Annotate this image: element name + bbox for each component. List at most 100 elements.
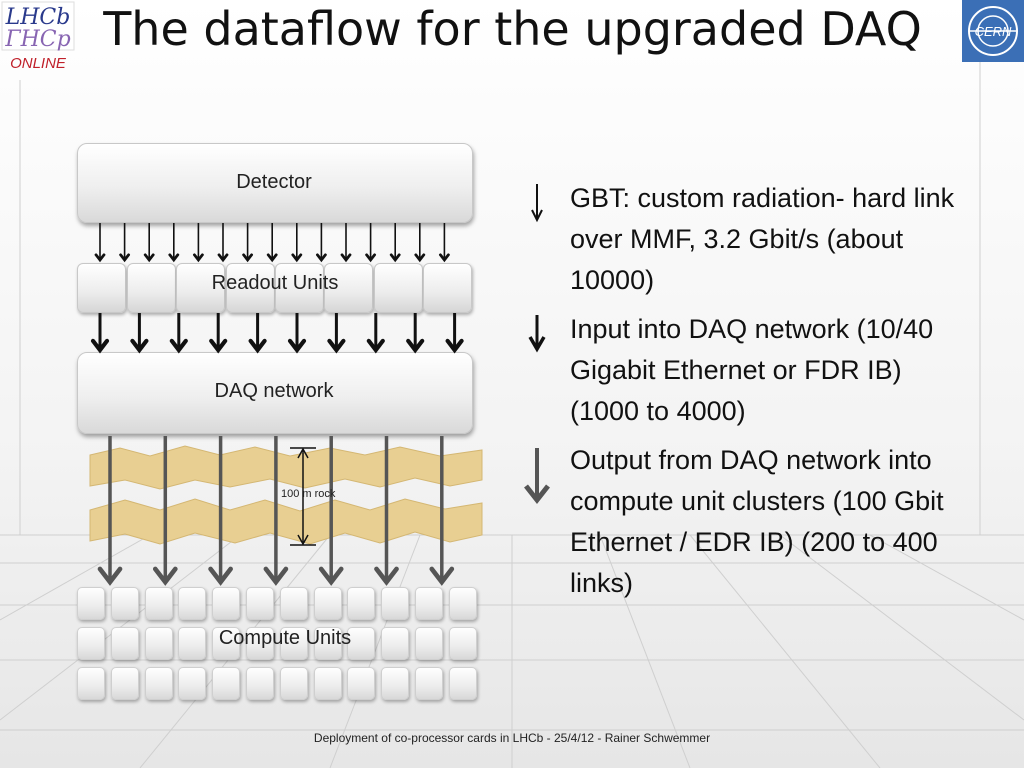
compute-unit-cell [144, 587, 173, 620]
slide-footer: Deployment of co-processor cards in LHCb… [313, 731, 711, 745]
compute-unit-cell [77, 627, 105, 660]
compute-unit-cell [212, 587, 241, 620]
gbt-link-arrow [365, 223, 376, 263]
compute-unit-cell [381, 587, 410, 620]
compute-unit-cell [381, 627, 410, 660]
compute-units-label: Compute Units [218, 627, 352, 649]
compute-unit-cell [279, 627, 308, 660]
compute-unit-cell [178, 587, 207, 620]
compute-unit-cell [415, 627, 443, 660]
daq-output-arrow [263, 436, 289, 586]
compute-unit-cell [246, 627, 274, 660]
bullet-text: GBT: custom radiation- hard link over MM… [570, 183, 955, 295]
daq-input-arrow [90, 313, 110, 354]
lhcb-logo: LHCb ΓHCp ONLINE [1, 1, 75, 72]
compute-unit-cell [212, 667, 241, 700]
gbt-link-arrow [389, 223, 401, 263]
compute-unit-cell [347, 587, 376, 620]
gbt-link-arrow [414, 223, 426, 263]
compute-unit-cell [347, 667, 376, 700]
compute-unit-cell [448, 667, 477, 700]
rock-layer-top [89, 445, 483, 490]
daq-output-arrow [97, 436, 123, 586]
daq-output-arrow [152, 436, 178, 586]
compute-unit-cell [313, 667, 342, 700]
compute-unit-cell [212, 627, 241, 660]
compute-unit-cell [144, 667, 173, 700]
daq-input-arrow [130, 313, 149, 354]
compute-unit-cell [77, 587, 105, 620]
compute-unit-cell [246, 667, 274, 700]
readout-unit-cell [275, 263, 324, 313]
gbt-link-arrow [143, 223, 155, 263]
daq-output-arrow [374, 436, 399, 586]
compute-unit-cell [313, 587, 342, 620]
compute-unit-cell [246, 587, 274, 620]
compute-unit-cell [178, 667, 207, 700]
daq-output-arrow [208, 436, 233, 586]
compute-unit-cell [347, 627, 376, 660]
gbt-link-arrow [119, 223, 130, 263]
gbt-link-arrow [217, 223, 229, 263]
daq-input-arrow [406, 313, 425, 354]
readout-unit-cell [176, 263, 225, 313]
readout-unit-cell [324, 263, 373, 313]
detector-label: Detector [236, 171, 312, 193]
gbt-link-arrow [439, 223, 450, 263]
gbt-link-arrow [94, 223, 106, 263]
compute-unit-cell [448, 627, 477, 660]
medium-down-arrow-icon [528, 315, 546, 353]
daq-input-arrow [248, 313, 267, 354]
compute-unit-cell [381, 667, 410, 700]
rock-depth-marker [290, 447, 316, 546]
gbt-link-arrow [266, 223, 278, 263]
daq-input-arrow [209, 313, 228, 354]
daq-output-arrow [318, 436, 344, 586]
readout-unit-cell [374, 263, 423, 313]
compute-unit-cell [279, 587, 308, 620]
cern-logo-text: CERN [975, 24, 1012, 39]
readout-unit-cell [423, 263, 472, 313]
bullet-text: Output from DAQ network into compute uni… [570, 445, 944, 598]
detector-box [77, 143, 473, 223]
compute-unit-cell [77, 667, 105, 700]
daq-input-arrow [169, 313, 188, 354]
gbt-link-arrow [291, 223, 303, 263]
compute-unit-cell [110, 667, 139, 700]
gbt-link-arrow [340, 223, 352, 263]
readout-unit-cell [77, 263, 126, 313]
slide-title: The dataflow for the upgraded DAQ [103, 2, 922, 56]
lhcb-logo-text: LHCb [5, 5, 71, 30]
daq-input-arrow [287, 313, 307, 354]
cern-logo: CERN [962, 0, 1024, 62]
rock-layer-bottom [89, 498, 483, 545]
daq-network-label: DAQ network [214, 380, 334, 402]
compute-unit-cell [110, 627, 139, 660]
compute-unit-cell [178, 627, 207, 660]
compute-unit-cell [279, 667, 308, 700]
compute-unit-cell [415, 587, 443, 620]
thick-down-arrow-icon [524, 448, 550, 505]
readout-units-label: Readout Units [211, 272, 339, 294]
daq-input-arrow [327, 313, 346, 354]
readout-unit-cell [226, 263, 275, 313]
bullet-text: Input into DAQ network (10/40 Gigabit Et… [570, 314, 934, 426]
compute-unit-cell [415, 667, 443, 700]
lhcb-logo-subtext: ONLINE [10, 55, 67, 72]
gbt-link-arrow [316, 223, 327, 263]
rock-depth-label: 100 m rock [281, 488, 336, 500]
svg-text:ΓHCp: ΓHCp [4, 27, 70, 52]
compute-unit-cell [448, 587, 477, 620]
compute-unit-cell [110, 587, 139, 620]
gbt-link-arrow [242, 223, 253, 263]
compute-unit-cell [313, 627, 342, 660]
gbt-link-arrow [168, 223, 180, 263]
gbt-link-arrow [193, 223, 204, 263]
compute-unit-cell [144, 627, 173, 660]
daq-output-arrow [429, 436, 455, 586]
thin-down-arrow-icon [531, 184, 543, 223]
daq-input-arrow [445, 313, 464, 354]
daq-input-arrow [366, 313, 385, 354]
daq-network-box [77, 352, 473, 434]
